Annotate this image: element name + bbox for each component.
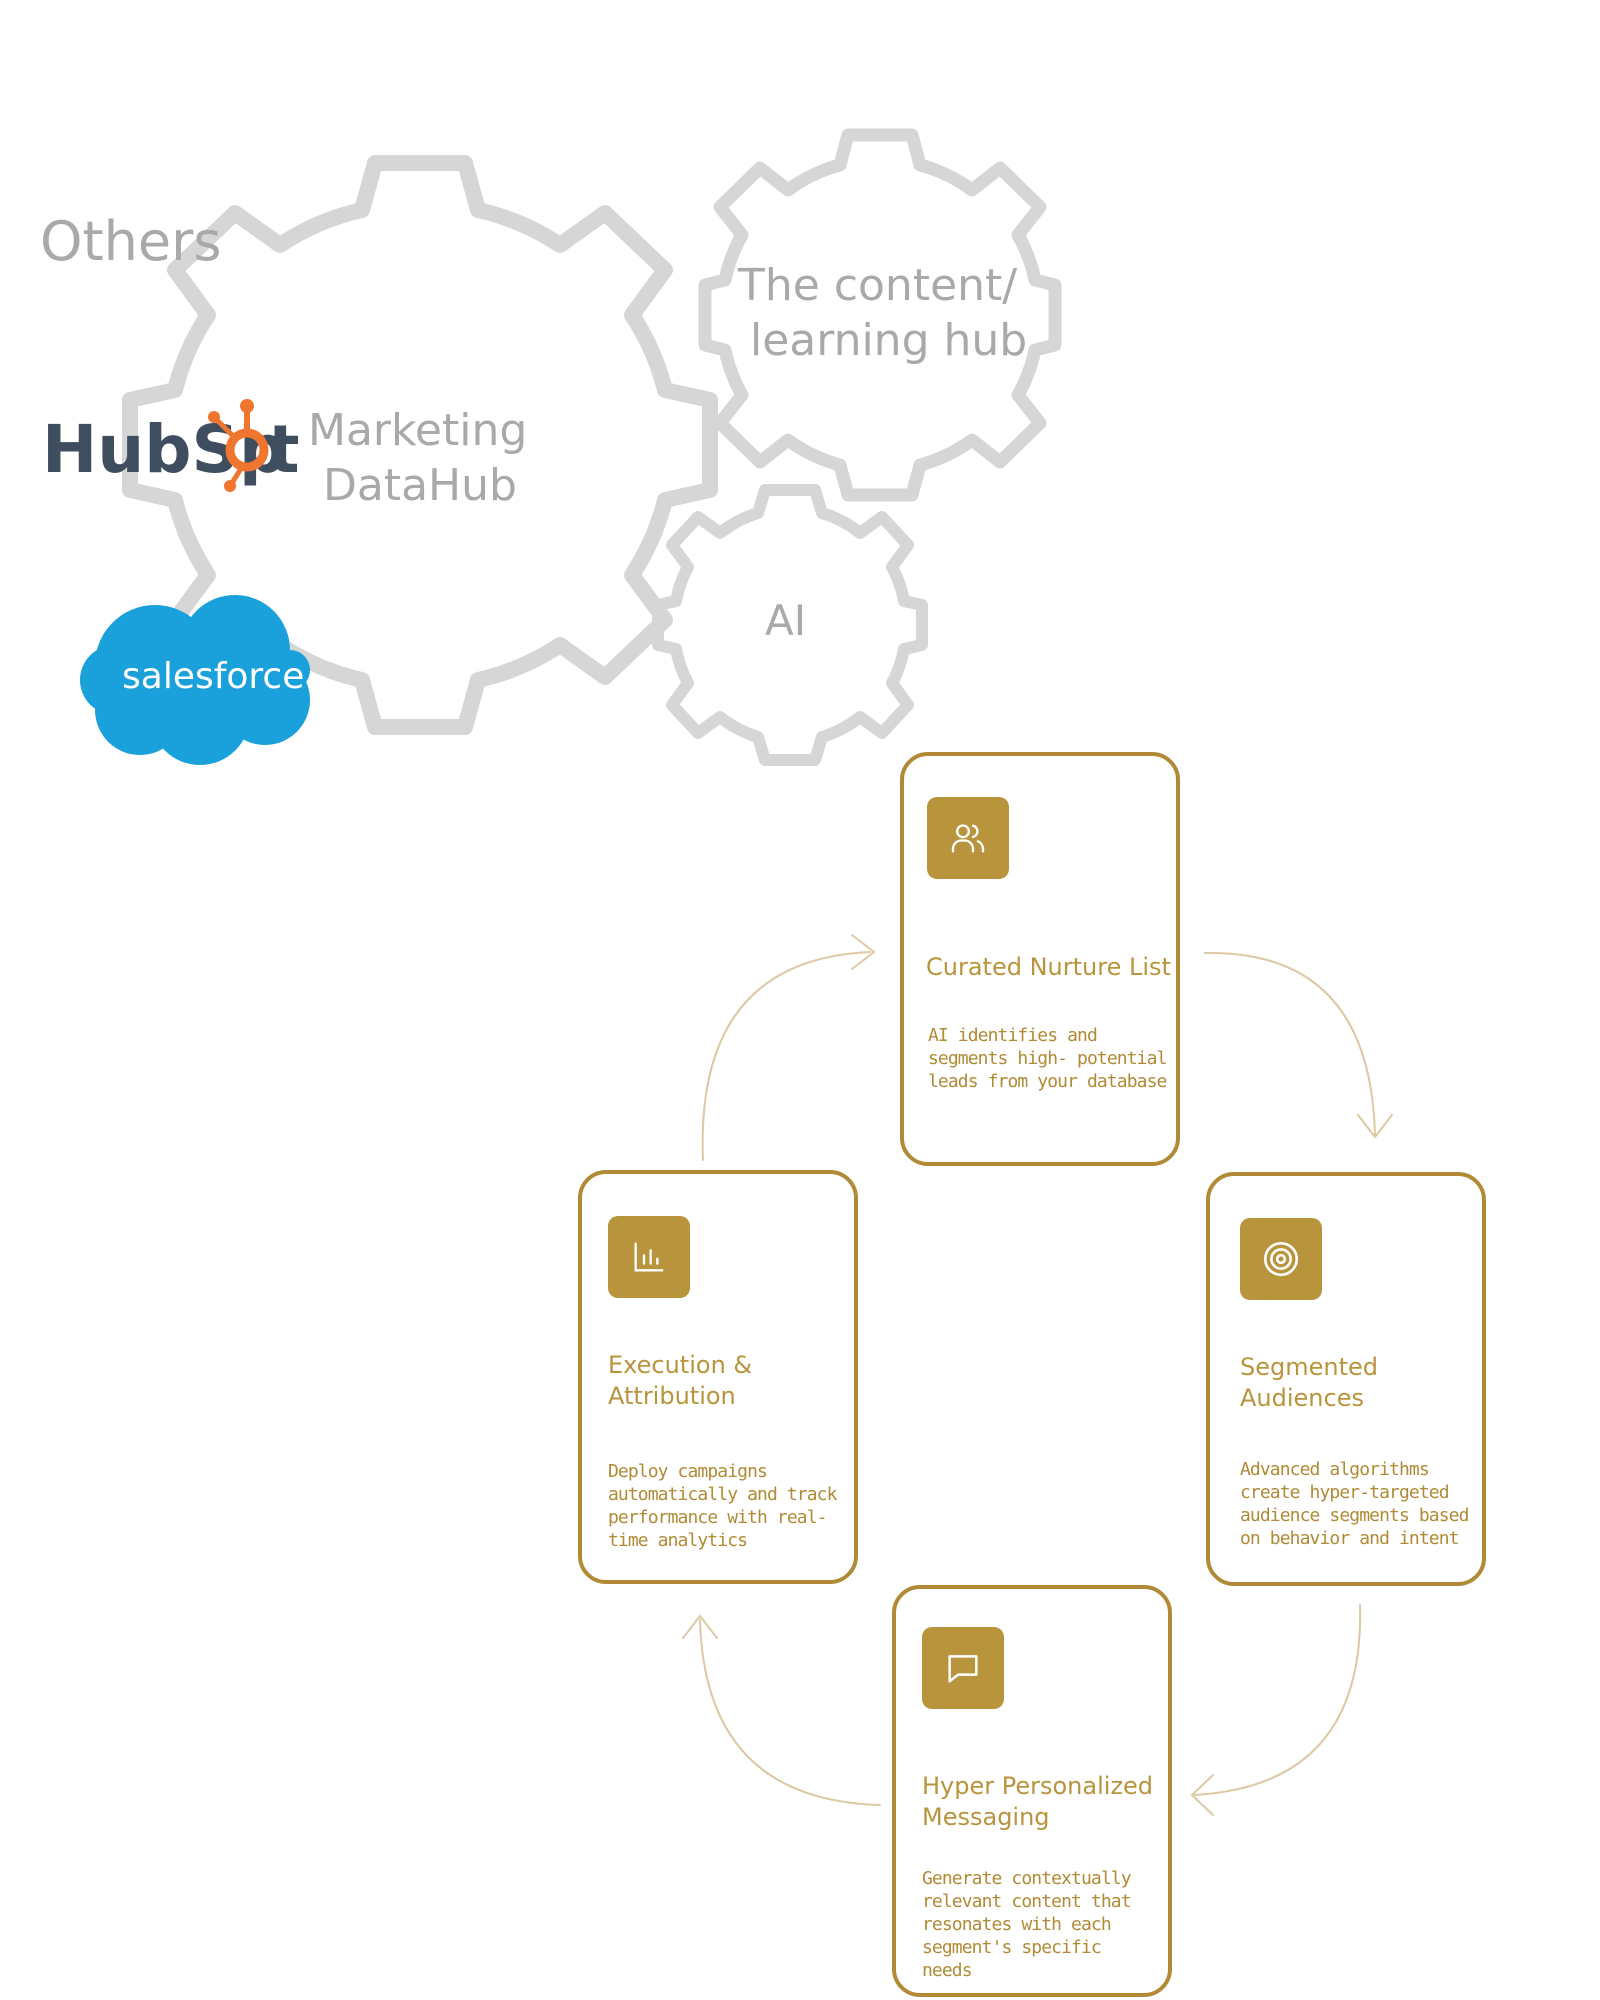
content-hub-gear [698, 128, 1062, 502]
card-title: Execution & Attribution [608, 1351, 753, 1410]
card-description: Advanced algorithms create hyper-targete… [1240, 1459, 1469, 1549]
card-description: AI identifies and segments high- potenti… [928, 1025, 1167, 1092]
salesforce-logo: salesforce [80, 595, 310, 765]
arrow-messaging-to-execution [699, 1619, 881, 1806]
main-gear-line2: DataHub [323, 460, 517, 511]
content-hub-line2: learning hub [750, 315, 1027, 366]
arrow-segmented-to-messaging [1194, 1604, 1362, 1796]
svg-text:t: t [268, 411, 300, 488]
target-icon [1240, 1218, 1322, 1300]
card-execution-attribution[interactable]: Execution & Attribution Deploy campaigns… [578, 1170, 858, 1584]
card-title: Hyper Personalized Messaging [922, 1772, 1154, 1831]
chart-icon [608, 1216, 690, 1298]
card-title: Curated Nurture List [926, 953, 1171, 981]
card-description: Generate contextually relevant content t… [922, 1868, 1132, 1981]
others-label: Others [40, 210, 221, 273]
card-segmented-audiences[interactable]: Segmented Audiences Advanced algorithms … [1206, 1172, 1486, 1586]
card-description: Deploy campaigns automatically and track… [608, 1461, 837, 1551]
users-icon [927, 797, 1009, 879]
main-gear-line1: Marketing [308, 405, 527, 456]
arrow-execution-to-curated [701, 951, 871, 1161]
arrow-curated-to-segmented [1204, 951, 1376, 1136]
gears-diagram: Others Marketing DataHub The content/ le… [40, 128, 1062, 766]
message-icon [922, 1627, 1004, 1709]
ai-gear [652, 484, 928, 766]
ai-gear-label: AI [765, 596, 806, 645]
card-title: Segmented Audiences [1240, 1353, 1378, 1412]
card-hyper-personalized-messaging[interactable]: Hyper Personalized Messaging Generate co… [892, 1585, 1172, 1997]
card-curated-nurture-list[interactable]: Curated Nurture List AI identifies and s… [900, 752, 1180, 1166]
content-hub-line1: The content/ [737, 260, 1017, 311]
svg-text:salesforce: salesforce [122, 656, 304, 697]
main-gear [122, 155, 718, 735]
hubspot-logo: HubSp t [42, 399, 300, 492]
